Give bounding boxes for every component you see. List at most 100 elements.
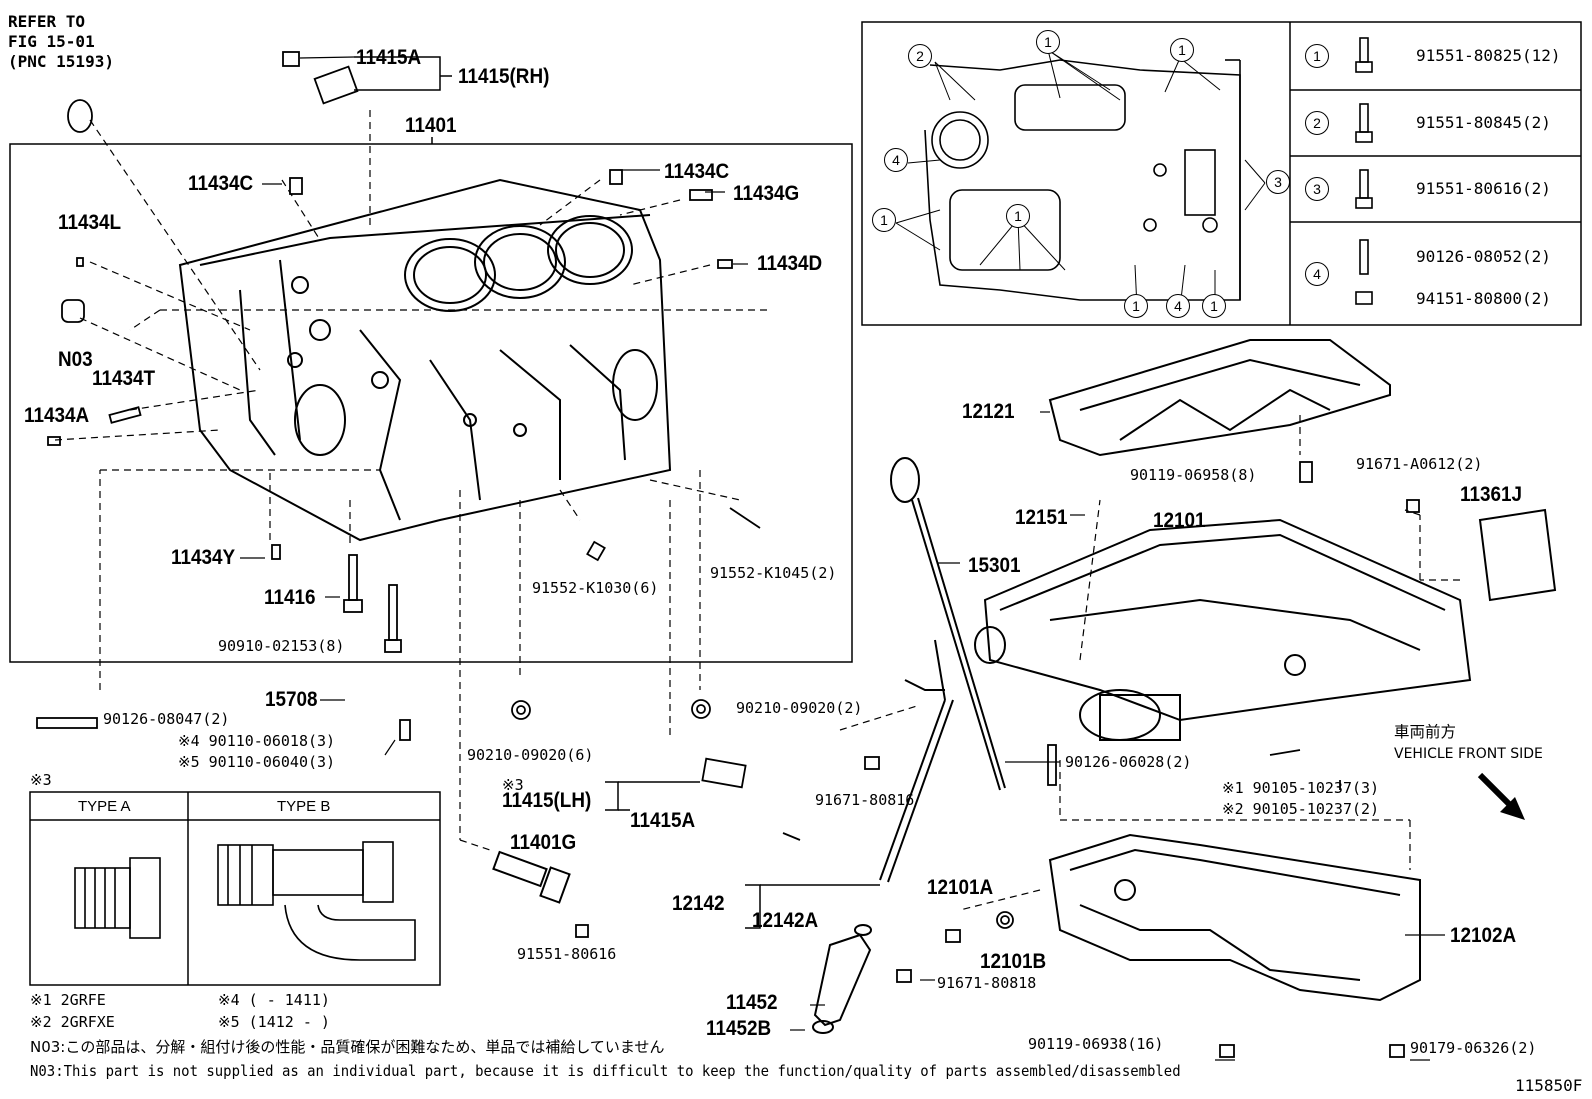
front-cover-detail-drawing [924, 59, 1241, 301]
front-label-jp: 車両前方 [1394, 723, 1457, 741]
label-91671-80818: 91671-80818 [937, 974, 1037, 992]
label-90119-06938: 90119-06938(16) [1028, 1035, 1164, 1053]
table-row-part: 91551-80845(2) [1416, 113, 1551, 132]
label-90110-06040: ※5 90110-06040(3) [178, 753, 336, 771]
table-row-part: 91551-80825(12) [1416, 46, 1561, 65]
cylinder-block-drawing [178, 178, 672, 542]
label-91552-K1030: 91552-K1030(6) [532, 579, 659, 597]
n03-note-en: N03:This part is not supplied as an indi… [30, 1062, 1181, 1080]
knock-sensor-drawing [492, 850, 571, 904]
footnote-2: ※2 2GRFXE [30, 1013, 115, 1031]
label-11434C-right: 11434C [664, 160, 730, 183]
label-11415LH: 11415(LH) [502, 789, 592, 812]
type-table-ref: ※3 [30, 771, 52, 789]
type-table-frame [29, 791, 441, 986]
callout-1: 1 [872, 208, 896, 232]
callout-1: 1 [1124, 294, 1148, 318]
table-row-part: 90126-08052(2) [1416, 247, 1551, 266]
label-90126-08047: 90126-08047(2) [103, 710, 230, 728]
label-90179-06326: 90179-06326(2) [1410, 1039, 1537, 1057]
label-90110-06018: ※4 90110-06018(3) [178, 732, 336, 750]
footnote-4: ※4 ( - 1411) [218, 991, 330, 1009]
label-12101A: 12101A [927, 876, 994, 899]
callout-1: 1 [1006, 204, 1030, 228]
callout-1: 1 [1036, 30, 1060, 54]
label-90119-06958: 90119-06958(8) [1130, 466, 1257, 484]
oil-level-tube-drawing [812, 924, 872, 1034]
label-11401G: 11401G [510, 831, 577, 854]
label-11415A-bottom: 11415A [630, 809, 696, 832]
label-15301: 15301 [968, 554, 1021, 577]
label-91551-80616: 91551-80616 [517, 945, 617, 963]
bolt-icons [36, 51, 1420, 1058]
label-12151: 12151 [1015, 506, 1068, 529]
label-90105-10237-a: ※1 90105-10237(3) [1222, 779, 1380, 797]
label-11415RH: 11415(RH) [458, 65, 550, 88]
type-b-header: TYPE B [277, 798, 331, 815]
label-90210-09020-left: 90210-09020(6) [467, 746, 594, 764]
reference-line-1: REFER TO [8, 12, 86, 31]
label-12101B: 12101B [980, 950, 1047, 973]
baffle-plate-drawing [1048, 339, 1391, 457]
label-11434Y: 11434Y [171, 546, 236, 569]
label-11434L: 11434L [58, 211, 122, 234]
label-11434C-left: 11434C [188, 172, 254, 195]
callout-4: 4 [1166, 294, 1190, 318]
label-11452B: 11452B [706, 1017, 772, 1040]
front-label-en: VEHICLE FRONT SIDE [1394, 746, 1543, 762]
callout-1: 1 [1170, 38, 1194, 62]
label-N03: N03 [58, 348, 93, 371]
label-91671-80816: 91671-80816 [815, 791, 915, 809]
table-row-num: 4 [1305, 262, 1329, 286]
label-11434T: 11434T [92, 367, 156, 390]
cover-plate-drawing [1478, 508, 1557, 602]
label-12102A: 12102A [1450, 924, 1517, 947]
footnote-1: ※1 2GRFE [30, 991, 106, 1009]
table-row-part-2: 94151-80800(2) [1416, 289, 1551, 308]
callout-3: 3 [1266, 170, 1290, 194]
label-11416: 11416 [264, 586, 316, 609]
label-11415LH-note: ※3 [502, 776, 524, 794]
label-12121: 12121 [962, 400, 1015, 423]
dipstick-guide-drawing [879, 639, 954, 883]
footnote-5: ※5 (1412 - ) [218, 1013, 330, 1031]
n03-note-jp: N03:この部品は、分解・組付け後の性能・品質確保が困難なため、単品では補給して… [30, 1038, 665, 1056]
table-row-num: 2 [1305, 111, 1329, 135]
lower-oil-pan-drawing [1048, 833, 1421, 1002]
label-12142A: 12142A [752, 909, 819, 932]
label-11452: 11452 [726, 991, 778, 1014]
bolt-location-frame [861, 21, 1582, 326]
table-row-num: 1 [1305, 44, 1329, 68]
label-15708: 15708 [265, 688, 318, 711]
type-b-fitting [217, 841, 416, 961]
label-90126-06028: 90126-06028(2) [1065, 753, 1192, 771]
upper-oil-pan-drawing [974, 518, 1472, 741]
table-row-num: 3 [1305, 177, 1329, 201]
label-11401: 11401 [405, 114, 457, 137]
label-91552-K1045: 91552-K1045(2) [710, 564, 837, 582]
callout-2: 2 [908, 44, 932, 68]
reference-note: REFER TO FIG 15-01 (PNC 15193) [8, 12, 114, 72]
label-11434G: 11434G [733, 182, 800, 205]
label-11361J: 11361J [1460, 483, 1523, 506]
reference-line-3: (PNC 15193) [8, 52, 114, 71]
type-a-fitting [74, 857, 161, 939]
table-bolt-icons [1355, 37, 1373, 305]
label-11434A: 11434A [24, 404, 90, 427]
callout-4: 4 [884, 148, 908, 172]
label-11415A-top: 11415A [356, 46, 422, 69]
label-90210-09020-right: 90210-09020(2) [736, 699, 863, 717]
callout-1: 1 [1202, 294, 1226, 318]
label-12142: 12142 [672, 892, 725, 915]
label-90105-10237-b: ※2 90105-10237(2) [1222, 800, 1380, 818]
label-91671-A0612: 91671-A0612(2) [1356, 455, 1483, 473]
reference-line-2: FIG 15-01 [8, 32, 95, 51]
type-a-header: TYPE A [78, 798, 131, 815]
engine-block-frame [9, 143, 853, 663]
table-row-part: 91551-80616(2) [1416, 179, 1551, 198]
dipstick-drawing [890, 457, 1006, 791]
label-12101: 12101 [1153, 509, 1206, 532]
figure-id: 115850F [1515, 1076, 1583, 1095]
front-direction-arrow [1500, 797, 1525, 820]
